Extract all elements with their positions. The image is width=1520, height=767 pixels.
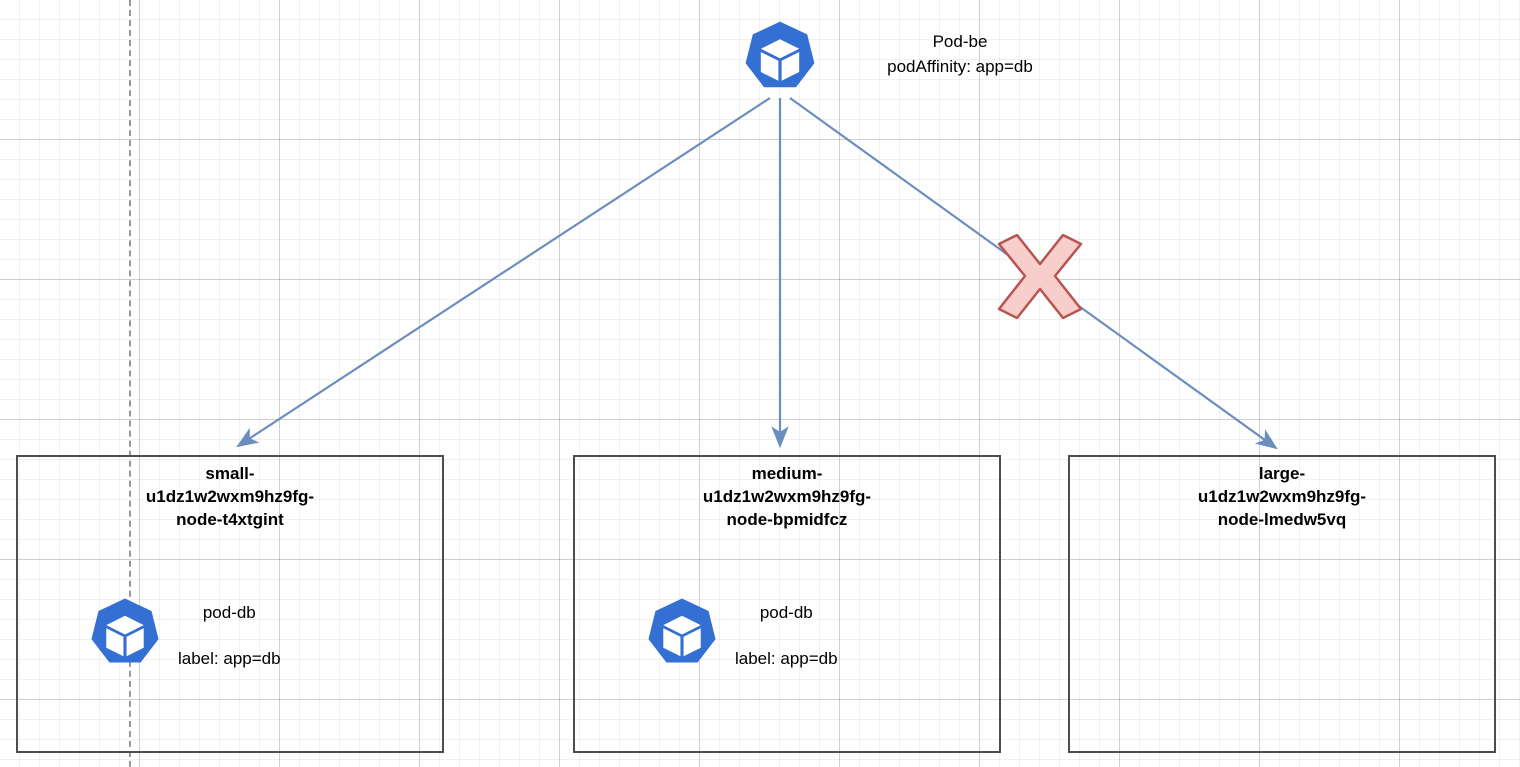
kubernetes-pod-icon <box>648 598 716 663</box>
pod-name-small: pod-db <box>202 603 256 622</box>
pod-texts-small: pod-db label: app=db <box>178 603 281 669</box>
blocked-x-icon <box>995 233 1085 320</box>
pod-label-small: label: app=db <box>178 649 281 668</box>
pod-be-icon[interactable] <box>740 20 820 100</box>
pod-be-caption: Pod-be podAffinity: app=db <box>887 32 1033 76</box>
node-box-large[interactable]: large- u1dz1w2wxm9hz9fg- node-lmedw5vq <box>1068 455 1496 753</box>
x-cross-icon <box>997 233 1083 320</box>
node-title-small: small- u1dz1w2wxm9hz9fg- node-t4xtgint <box>145 464 315 529</box>
kubernetes-pod-icon <box>91 598 159 663</box>
node-title-medium: medium- u1dz1w2wxm9hz9fg- node-bpmidfcz <box>702 464 872 529</box>
node-title-large: large- u1dz1w2wxm9hz9fg- node-lmedw5vq <box>1197 464 1367 529</box>
pod-group-medium[interactable]: pod-db label: app=db <box>643 597 838 675</box>
node-box-medium[interactable]: medium- u1dz1w2wxm9hz9fg- node-bpmidfcz … <box>573 455 1001 753</box>
pod-group-small[interactable]: pod-db label: app=db <box>86 597 281 675</box>
edge-to-small <box>236 97 771 448</box>
pod-texts-medium: pod-db label: app=db <box>735 603 838 669</box>
page-guide-line <box>129 0 131 767</box>
pod-name-medium: pod-db <box>759 603 813 622</box>
pod-label-medium: label: app=db <box>735 649 838 668</box>
node-box-small[interactable]: small- u1dz1w2wxm9hz9fg- node-t4xtgint p… <box>16 455 444 753</box>
kubernetes-pod-icon <box>745 21 815 88</box>
